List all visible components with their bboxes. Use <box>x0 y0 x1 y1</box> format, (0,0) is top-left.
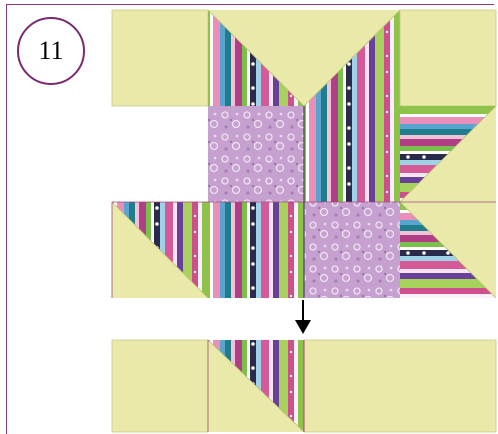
step-number: 11 <box>38 36 64 65</box>
down-arrow-icon <box>295 300 311 334</box>
hst-unit-left <box>111 201 209 299</box>
step-number-badge: 11 <box>17 17 85 85</box>
stripe-square <box>208 202 304 298</box>
step-frame <box>6 4 494 434</box>
hst-unit-top <box>303 9 401 107</box>
background-square <box>399 9 497 107</box>
center-square <box>304 202 400 298</box>
background-square <box>111 339 209 433</box>
hst-unit-top <box>207 9 305 107</box>
hst-unit-bottom <box>207 339 305 433</box>
center-square <box>208 106 304 202</box>
background-square <box>111 9 209 107</box>
hst-unit-right <box>399 201 497 299</box>
background-rectangle <box>303 339 497 433</box>
stripe-square <box>304 106 400 202</box>
hst-unit-right <box>399 105 497 203</box>
